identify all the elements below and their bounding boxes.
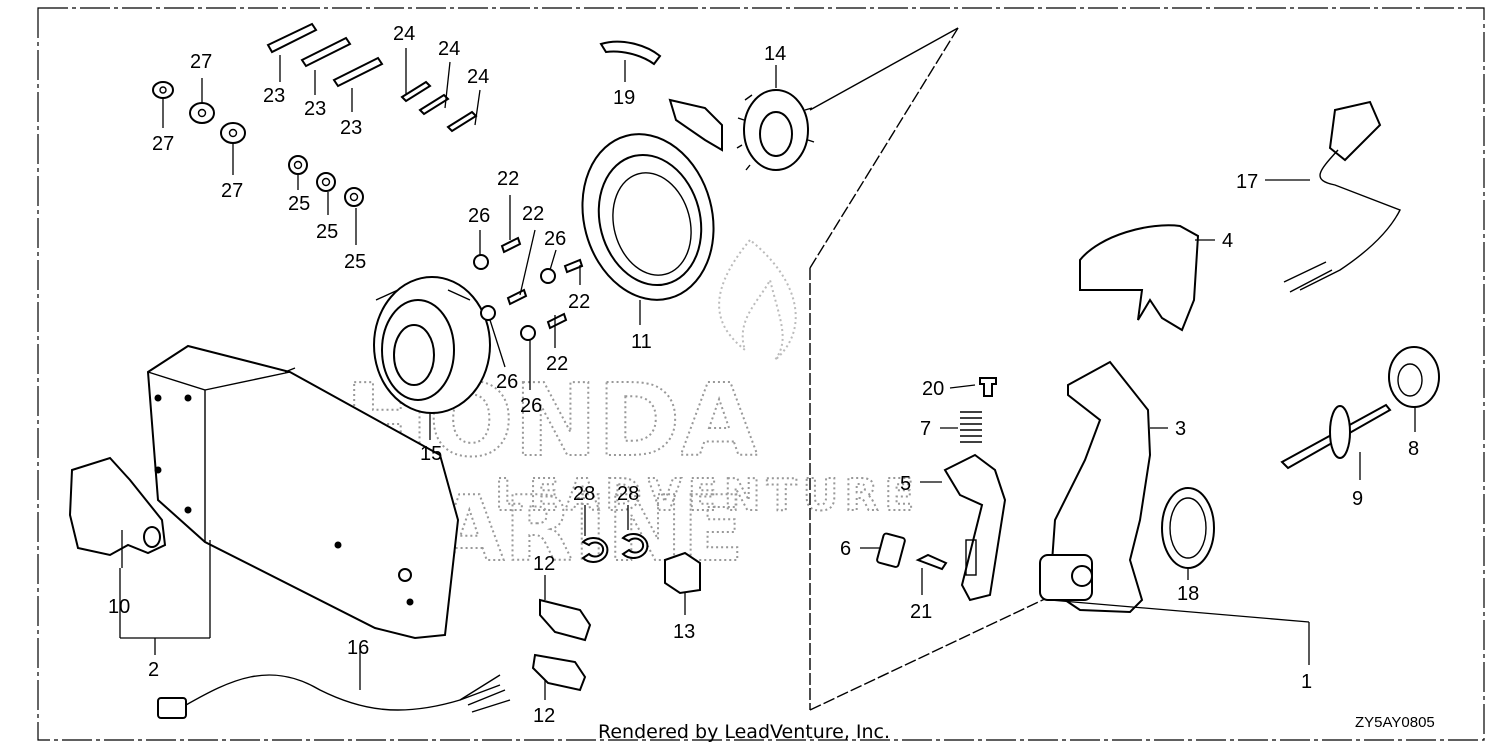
part-9-shaft — [1280, 403, 1392, 470]
part-28-clip-b — [621, 533, 649, 559]
diagram-code: ZY5AY0805 — [1355, 714, 1435, 731]
callout-18: 18 — [1177, 583, 1199, 605]
callout-28-b: 28 — [617, 483, 639, 505]
callout-14: 14 — [764, 43, 786, 65]
part-shim-plate — [668, 98, 723, 152]
part-19-pad — [599, 40, 662, 66]
callout-22-d: 22 — [546, 353, 568, 375]
part-22-26-hardware — [473, 236, 584, 341]
watermark-flame-icon — [718, 238, 797, 361]
callout-24-b: 24 — [438, 38, 460, 60]
part-7-spring — [960, 411, 982, 443]
part-21-screw — [915, 553, 948, 571]
callout-4: 4 — [1222, 230, 1233, 252]
callout-23-a: 23 — [263, 85, 285, 107]
footer-credit: Rendered by LeadVenture, Inc. — [598, 721, 890, 743]
callout-10: 10 — [108, 596, 130, 618]
callout-25-a: 25 — [288, 193, 310, 215]
callout-9: 9 — [1352, 488, 1363, 510]
assembly-box-top — [809, 27, 959, 111]
callout-6: 6 — [840, 538, 851, 560]
part-15-housing — [373, 276, 491, 414]
part-10-plate — [68, 456, 167, 557]
callout-20: 20 — [922, 378, 944, 400]
callout-1: 1 — [1301, 671, 1312, 693]
part-28-clip-a — [581, 537, 609, 563]
part-16-harness — [157, 674, 511, 719]
part-6-block — [876, 532, 906, 568]
callout-7: 7 — [920, 418, 931, 440]
callout-8: 8 — [1408, 438, 1419, 460]
callout-26-a: 26 — [468, 205, 490, 227]
part-23-bolts — [266, 22, 384, 88]
part-27-washers — [152, 81, 246, 144]
part-3-lever — [1039, 360, 1152, 614]
callout-5: 5 — [900, 473, 911, 495]
callout-12-lower: 12 — [533, 705, 555, 727]
callout-28-a: 28 — [573, 483, 595, 505]
callout-27-b: 27 — [152, 133, 174, 155]
callout-26-b: 26 — [544, 228, 566, 250]
part-17-switch — [1283, 100, 1401, 293]
assembly-box-outline — [809, 27, 1069, 711]
part-12-clip-lower — [531, 653, 587, 692]
callout-23-b: 23 — [304, 98, 326, 120]
leader-lines — [119, 48, 1416, 700]
callout-11: 11 — [631, 331, 652, 353]
callout-24-c: 24 — [467, 66, 489, 88]
part-20-screw — [979, 377, 997, 397]
callout-23-c: 23 — [340, 117, 362, 139]
callout-13: 13 — [673, 621, 695, 643]
part-25-nuts — [288, 155, 364, 207]
callout-numbers: 1 2 3 4 5 6 7 8 9 10 11 12 12 13 14 15 1… — [108, 23, 1419, 727]
callout-3: 3 — [1175, 418, 1186, 440]
callout-24-a: 24 — [393, 23, 415, 45]
callout-22-b: 22 — [522, 203, 544, 225]
diagram-frame — [37, 7, 1485, 741]
part-14-gear — [736, 89, 815, 171]
part-2-cover — [146, 344, 460, 640]
callout-26-d: 26 — [520, 395, 542, 417]
part-12-clip-upper — [539, 598, 592, 642]
callout-25-c: 25 — [344, 251, 366, 273]
callout-22-a: 22 — [497, 168, 519, 190]
callout-21: 21 — [910, 601, 932, 623]
callout-27-a: 27 — [190, 51, 212, 73]
part-4-guard — [1079, 224, 1200, 332]
part-13-block — [664, 551, 701, 595]
callout-26-c: 26 — [496, 371, 518, 393]
callout-22-c: 22 — [568, 291, 590, 313]
callout-19: 19 — [613, 87, 635, 109]
part-24-screws — [400, 80, 478, 133]
part-11-ring — [581, 133, 715, 301]
callout-15: 15 — [420, 443, 442, 465]
callout-27-c: 27 — [221, 180, 243, 202]
part-5-arm — [943, 453, 1007, 602]
watermark-leadventure: LEADVENTURE — [495, 470, 920, 521]
callout-16: 16 — [347, 637, 369, 659]
callout-25-b: 25 — [316, 221, 338, 243]
part-8-bushing — [1388, 346, 1440, 408]
callout-17: 17 — [1236, 171, 1258, 193]
callout-12-upper: 12 — [533, 553, 555, 575]
callout-2: 2 — [148, 659, 159, 681]
